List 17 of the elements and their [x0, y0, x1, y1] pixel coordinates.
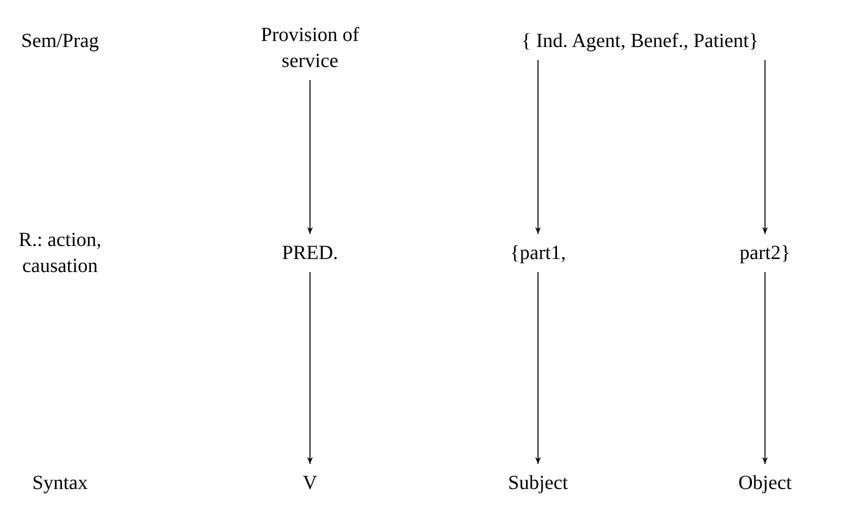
row-label: Syntax	[31, 471, 89, 496]
row-label: R.: action, causation	[18, 228, 102, 279]
node-text: Subject	[508, 471, 568, 496]
arrow	[535, 60, 541, 234]
arrow	[535, 272, 541, 464]
arrow	[762, 60, 768, 234]
node-text: V	[302, 471, 318, 496]
arrow	[307, 80, 313, 234]
node-text: PRED.	[282, 241, 338, 266]
node-text: Object	[738, 471, 792, 496]
node-text: { Ind. Agent, Benef., Patient}	[522, 29, 758, 54]
arrow	[307, 272, 313, 464]
node-text: Provision of service	[260, 23, 360, 74]
row-label: Sem/Prag	[20, 29, 100, 54]
arrow	[762, 272, 768, 464]
node-text: {part1,	[510, 241, 566, 266]
node-text: part2}	[740, 241, 790, 266]
